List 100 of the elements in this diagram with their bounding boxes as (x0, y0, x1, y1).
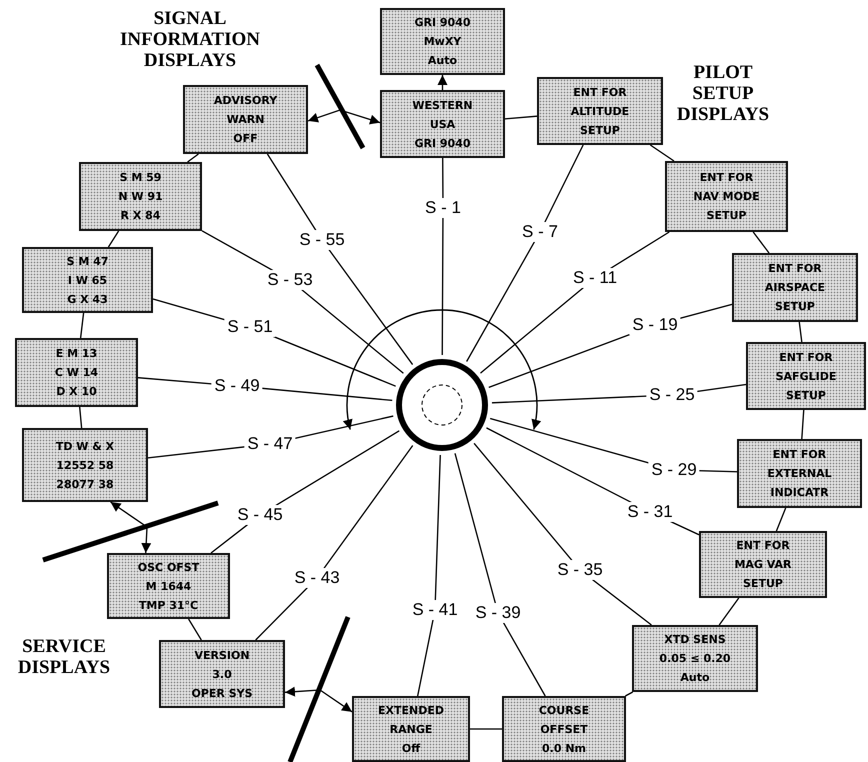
display-text: ENT FOR (736, 538, 790, 554)
connector-line (752, 232, 770, 254)
display-box (380, 90, 505, 158)
connector-line (284, 686, 352, 712)
display-text: OSC OFST (138, 560, 200, 576)
display-text: TD W & X (56, 438, 114, 454)
display-text: Auto (680, 670, 710, 686)
connector-line (625, 691, 634, 697)
connector-line (266, 154, 414, 365)
display-text: SETUP (580, 122, 620, 138)
display-text: C W 14 (54, 365, 98, 381)
display-text: AIRSPACE (764, 280, 826, 296)
display-box (22, 428, 148, 502)
display-box (665, 161, 788, 232)
display-box (79, 162, 202, 231)
display-text: ENT FOR (779, 350, 833, 366)
display-text: WESTERN (412, 98, 473, 114)
display-box (22, 247, 153, 313)
display-text: XTD SENS (664, 632, 726, 648)
display-text: RANGE (390, 722, 432, 738)
display-text: OFF (233, 131, 258, 147)
display-box (502, 696, 626, 762)
connector-line (438, 75, 448, 90)
connector-line (108, 230, 120, 248)
display-box (737, 439, 862, 508)
display-text: GRI 9040 (414, 15, 471, 31)
edge-label: S - 19 (629, 315, 681, 335)
connector-line (801, 410, 804, 440)
display-text: M 1644 (146, 578, 192, 594)
display-box (732, 253, 858, 322)
connector-line (470, 728, 502, 730)
display-text: USA (430, 116, 456, 132)
display-text: N W 91 (118, 189, 163, 205)
display-text: 0.0 Nm (542, 740, 586, 756)
display-text: VERSION (194, 648, 250, 664)
display-text: 28077 38 (56, 476, 114, 492)
connector-line (255, 445, 414, 640)
display-box (699, 531, 827, 598)
display-text: 0.05 ≤ 0.20 (659, 651, 731, 667)
display-box (632, 625, 758, 692)
display-text: EXTERNAL (767, 466, 832, 482)
connector-line (442, 158, 444, 355)
connector-line (718, 598, 740, 626)
display-text: SAFGLIDE (776, 368, 836, 384)
display-text: E M 13 (56, 346, 98, 362)
display-text: SETUP (775, 299, 815, 315)
display-text: OFFSET (540, 722, 588, 738)
display-text: ALTITUDE (570, 104, 630, 120)
display-text: ADVISORY (214, 93, 278, 109)
display-text: TMP 31°C (138, 598, 198, 614)
display-text: G X 43 (67, 292, 108, 308)
display-text: SETUP (706, 208, 746, 224)
display-box (183, 85, 308, 154)
connector-line (79, 406, 82, 428)
display-text: ENT FOR (772, 447, 826, 463)
display-text: Auto (428, 53, 458, 69)
display-text: SETUP (743, 576, 783, 592)
display-box (352, 696, 470, 762)
display-box (159, 640, 285, 708)
connector-line (308, 109, 380, 124)
display-text: MwXY (424, 34, 462, 50)
display-text: GRI 9040 (414, 136, 471, 152)
display-text: INDICATR (770, 485, 829, 501)
display-box (15, 338, 138, 407)
display-text: NAV MODE (693, 189, 760, 205)
connector-line (187, 153, 199, 163)
connector-line (776, 508, 786, 532)
display-text: R X 84 (120, 208, 160, 224)
rotary-knob (396, 359, 488, 451)
display-text: D X 10 (56, 384, 97, 400)
display-text: SETUP (786, 388, 826, 404)
display-text: ENT FOR (700, 170, 754, 186)
display-text: WARN (226, 112, 264, 128)
connector-line (650, 144, 674, 162)
display-text: COURSE (538, 702, 590, 718)
display-box (107, 553, 230, 619)
section-heading: SERVICE DISPLAYS (16, 636, 112, 678)
connector-line (504, 116, 538, 120)
display-text: S M 59 (120, 170, 162, 186)
display-text: MAG VAR (734, 557, 792, 573)
connector-line (80, 312, 84, 338)
edge-label: S - 51 (224, 317, 276, 337)
display-text: ENT FOR (573, 84, 627, 100)
connector-line (466, 144, 584, 362)
display-text: I W 65 (68, 272, 108, 288)
display-text: EXTENDED (378, 702, 444, 718)
connector-line (110, 501, 152, 554)
display-box (537, 77, 663, 145)
connector-line (474, 442, 652, 626)
section-heading: PILOT SETUP DISPLAYS (676, 62, 770, 125)
display-text: OPER SYS (191, 686, 253, 702)
display-text: 3.0 (212, 666, 232, 682)
connector-line (417, 454, 441, 696)
connector-line (188, 618, 202, 640)
connector-line (798, 322, 802, 342)
display-text: ENT FOR (768, 261, 822, 277)
connector-line (454, 453, 546, 696)
section-heading: SIGNAL INFORMATION DISPLAYS (118, 8, 262, 71)
display-text: Off (402, 740, 420, 756)
display-box (746, 342, 866, 410)
